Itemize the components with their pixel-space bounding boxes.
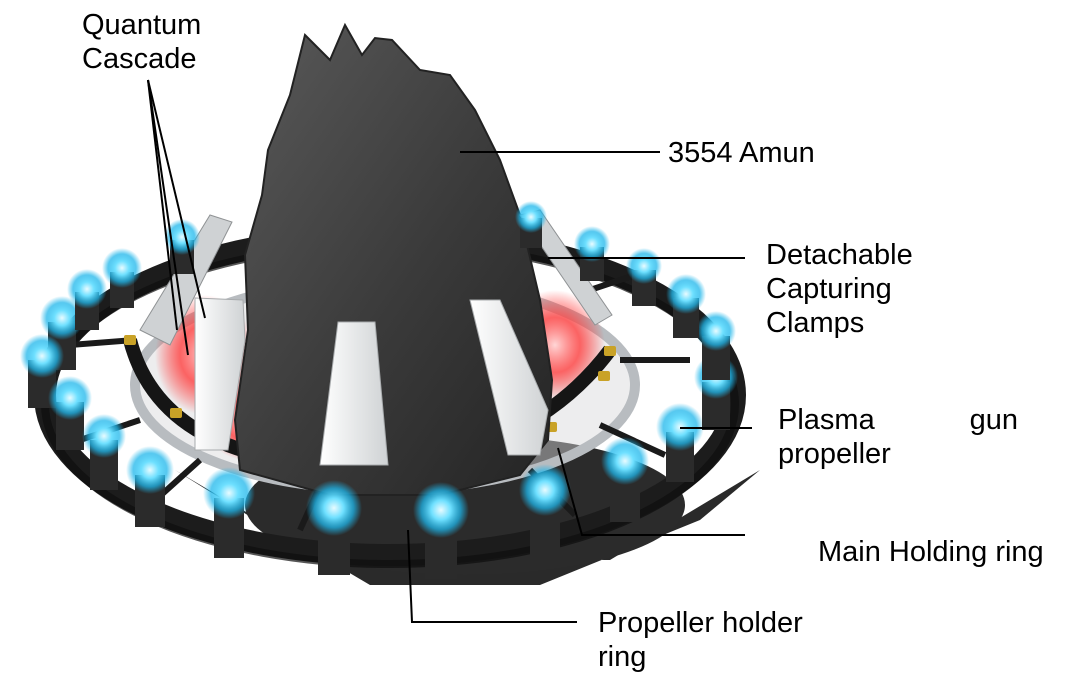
label-holder-ring-line2: ring (598, 640, 803, 674)
label-asteroid-text: 3554 Amun (668, 136, 815, 170)
label-main-ring: Main Holding ring (818, 535, 1044, 569)
label-clamps: Detachable Capturing Clamps (766, 238, 913, 340)
label-main-ring-text: Main Holding ring (818, 535, 1044, 569)
label-clamps-line2: Capturing (766, 272, 913, 306)
label-quantum-cascade: Quantum Cascade (82, 8, 201, 76)
label-holder-ring: Propeller holder ring (598, 606, 803, 674)
label-plasma-word2: gun (970, 403, 1018, 437)
label-quantum-cascade-line1: Quantum (82, 8, 201, 42)
label-plasma-line1: Plasma gun (778, 403, 1018, 437)
label-plasma-word1: Plasma (778, 403, 875, 437)
label-plasma: Plasma gun propeller (778, 403, 1018, 471)
label-holder-ring-line1: Propeller holder (598, 606, 803, 640)
label-clamps-line3: Clamps (766, 306, 913, 340)
label-asteroid: 3554 Amun (668, 136, 815, 170)
label-clamps-line1: Detachable (766, 238, 913, 272)
label-plasma-line2: propeller (778, 437, 1018, 471)
label-quantum-cascade-line2: Cascade (82, 42, 201, 76)
